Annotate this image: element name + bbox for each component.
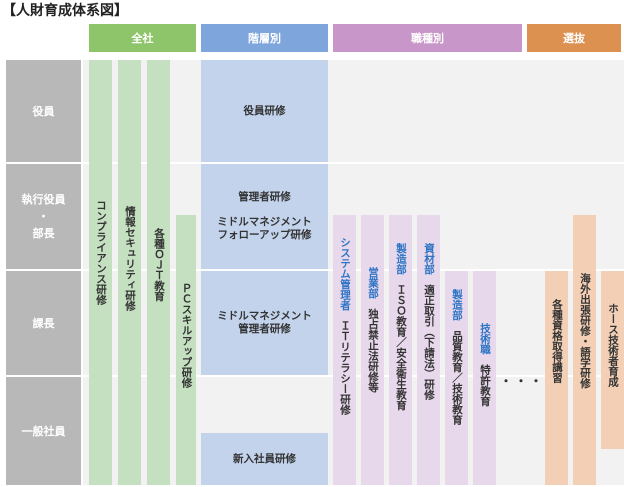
row-label-executive-line2: ・ (38, 210, 49, 223)
job-bar-system-admin: システム管理者 ＩＴリテラシー研修 (333, 215, 356, 485)
row-label-general-staff: 一般社員 (6, 377, 81, 485)
job-training-quality-tech: 品質教育／技術教育 (451, 330, 463, 426)
job-program-manufacturing-iso: 製造部 ＩＳＯ教育／安全衛生教育 (394, 243, 407, 485)
row-label-officer-text: 役員 (32, 104, 55, 118)
job-program-engineering: 技術職特許教育 (478, 323, 491, 485)
job-program-manufacturing-quality: 製造部品質教育／技術教育 (450, 289, 463, 485)
job-bar-manufacturing-quality: 製造部品質教育／技術教育 (445, 271, 468, 485)
tier-new-employee-training: 新入社員研修 (233, 452, 296, 465)
job-program-system-admin: システム管理者 ＩＴリテラシー研修 (338, 237, 351, 485)
selection-bar-certification: 各種資格取得講習 (545, 271, 568, 485)
diagram-title: 【人財育成体系図】 (2, 3, 128, 19)
selection-hose-engineer: ホース技術者育成 (607, 303, 619, 387)
tier-box-officer: 役員研修 (201, 60, 328, 162)
job-bar-manufacturing-iso: 製造部 ＩＳＯ教育／安全衛生教育 (389, 215, 412, 485)
tier-middle-follow-line2: フォローアップ研修 (217, 229, 312, 241)
job-program-sales: 営業部独占禁止法研修等 (366, 267, 379, 485)
tier-box-manager: 管理者研修 ミドルマネジメント フォローアップ研修 (201, 164, 328, 269)
job-training-patent: 特許教育 (479, 364, 491, 407)
header-selection: 選抜 (527, 24, 621, 52)
row-label-section-chief: 課長 (6, 271, 81, 375)
job-dept-system-admin: システム管理者 (339, 237, 351, 311)
job-training-antitrust: 独占禁止法研修等 (367, 308, 379, 393)
selection-certification: 各種資格取得講習 (551, 299, 563, 383)
job-dept-manufacturing-2: 製造部 (451, 289, 463, 321)
tier-box-middle-manager: ミドルマネジメント 管理者研修 (201, 271, 328, 375)
job-bar-sales: 営業部独占禁止法研修等 (361, 215, 384, 485)
selection-bar-overseas: 海外出張研修・語学研修 (573, 215, 596, 485)
more-programs-ellipsis: ・・・ (500, 374, 546, 388)
row-band-officer (83, 60, 624, 162)
header-all-company: 全社 (89, 24, 196, 52)
selection-bar-hose-engineer: ホース技術者育成 (601, 271, 624, 449)
tier-middle-follow-line1: ミドルマネジメント (217, 216, 312, 228)
job-dept-engineering: 技術職 (479, 323, 491, 355)
job-dept-manufacturing-1: 製造部 (395, 243, 407, 275)
job-bar-materials: 資材部適正取引（下請法）研修 (417, 215, 440, 485)
program-bar-info-security: 情報セキュリティ研修 (118, 60, 141, 485)
program-pc-skill: ＰＣスキルアップ研修 (180, 283, 193, 388)
tier-middle-mgr-line1: ミドルマネジメント (217, 310, 312, 322)
header-job-type: 職種別 (333, 24, 522, 52)
program-ojt: 各種ＯＪＴ教育 (153, 228, 165, 302)
tier-box-new-employee: 新入社員研修 (201, 433, 328, 485)
job-dept-materials: 資材部 (423, 243, 435, 275)
job-training-iso-safety: ＩＳＯ教育／安全衛生教育 (395, 284, 407, 411)
tier-officer-training: 役員研修 (243, 104, 286, 117)
row-label-officer: 役員 (6, 60, 81, 162)
row-label-section-chief-text: 課長 (32, 316, 55, 330)
program-bar-compliance: コンプライアンス研修 (89, 60, 112, 485)
tier-middle-mgr-line2: 管理者研修 (238, 323, 291, 335)
job-program-materials: 資材部適正取引（下請法）研修 (422, 243, 435, 485)
row-label-executive: 執行役員 ・ 部長 (6, 164, 81, 269)
program-compliance: コンプライアンス研修 (95, 200, 107, 305)
job-training-fair-trade: 適正取引（下請法）研修 (423, 284, 435, 401)
job-bar-engineering: 技術職特許教育 (473, 271, 496, 485)
job-dept-sales: 営業部 (367, 267, 379, 299)
selection-overseas-language: 海外出張研修・語学研修 (579, 273, 591, 389)
job-training-it-literacy: ＩＴリテラシー研修 (339, 320, 351, 416)
row-label-general-staff-text: 一般社員 (21, 424, 66, 438)
header-tiered: 階層別 (201, 24, 328, 52)
program-bar-ojt: 各種ＯＪＴ教育 (147, 60, 170, 485)
program-bar-pc-skill: ＰＣスキルアップ研修 (176, 215, 196, 485)
row-label-executive-line1: 執行役員 (21, 193, 66, 206)
program-info-security: 情報セキュリティ研修 (124, 206, 136, 311)
tier-manager-training: 管理者研修 (238, 191, 291, 203)
row-label-executive-line3: 部長 (32, 227, 55, 240)
